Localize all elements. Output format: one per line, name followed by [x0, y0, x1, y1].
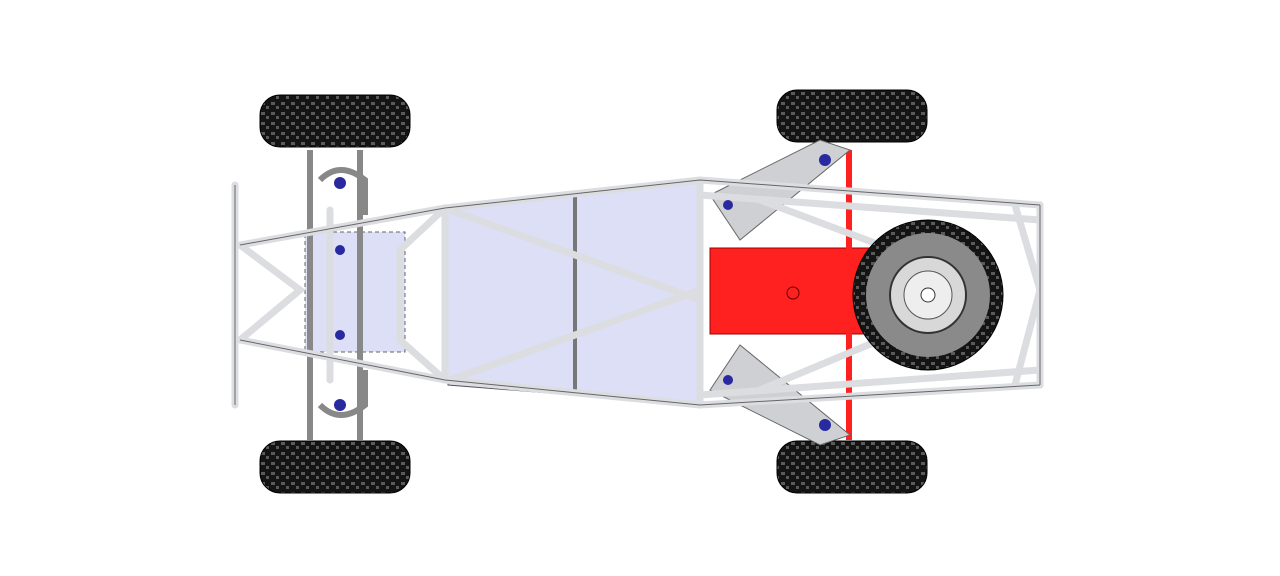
rear-left-tire: [776, 89, 928, 143]
tube-frame-edges: [234, 179, 1041, 406]
front-a-arms: [307, 150, 368, 440]
spare-tire: [852, 219, 1004, 371]
front-left-tire: [259, 94, 411, 148]
front-right-tire: [259, 440, 411, 494]
rear-trailing-arms: [709, 139, 852, 446]
suspension-bushings: [334, 154, 831, 431]
rear-right-tire: [776, 440, 928, 494]
